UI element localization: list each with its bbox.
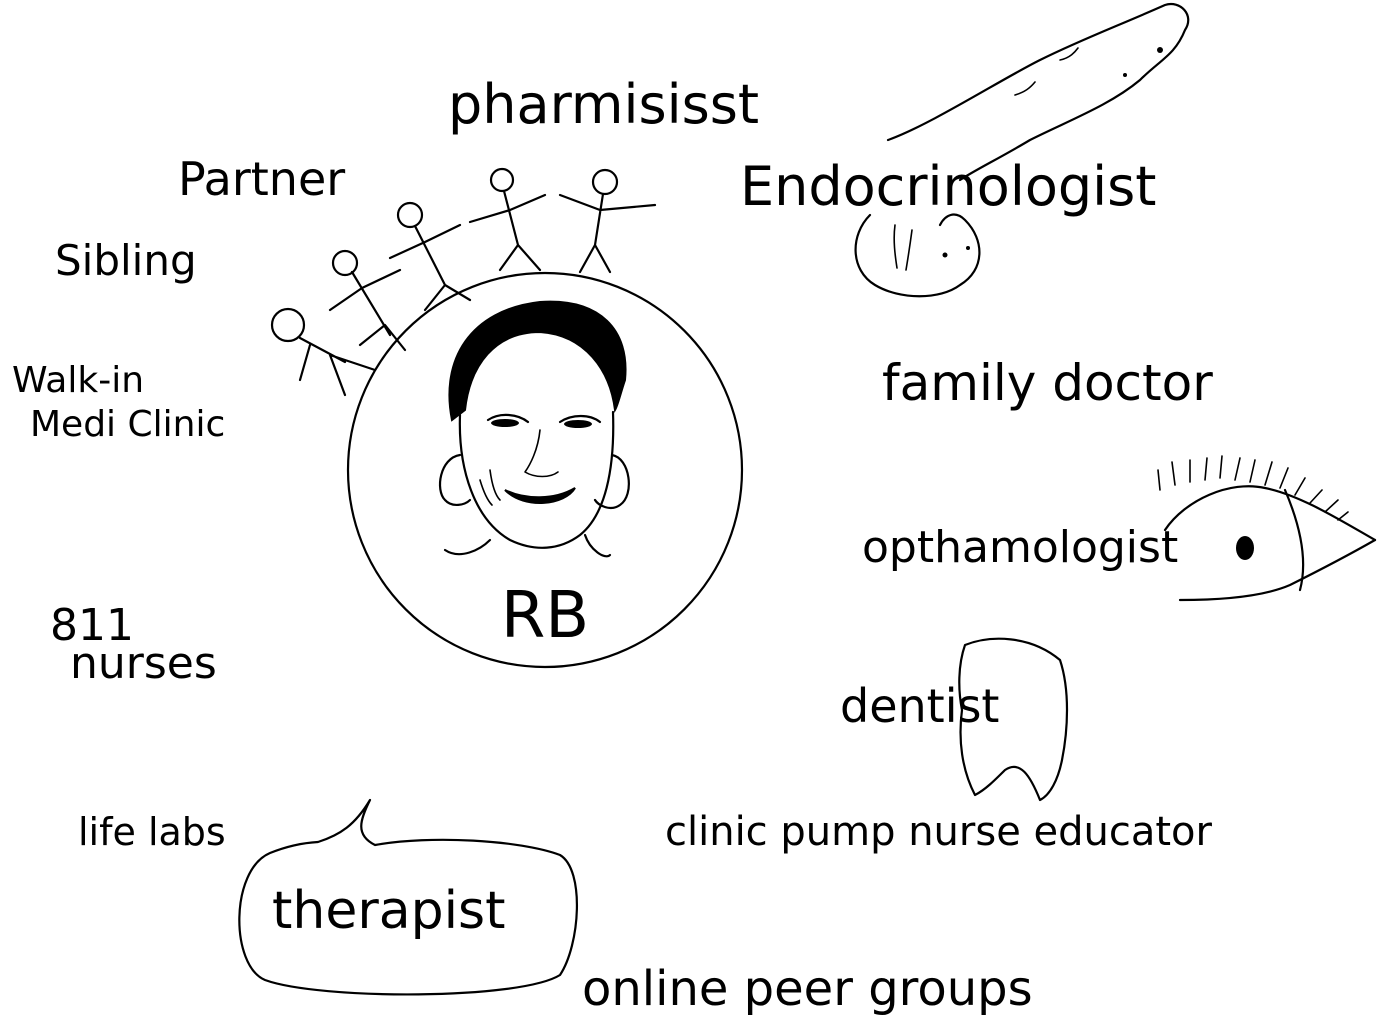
eye-icon [1158, 456, 1375, 600]
center-portrait: RB [348, 273, 742, 667]
label-clinic-pump-nurse-educator: clinic pump nurse educator [665, 809, 1213, 855]
center-initials: RB [501, 579, 589, 653]
label-endocrinologist: Endocrinologist [740, 155, 1156, 218]
pancreas-icon [856, 4, 1189, 296]
label-therapist: therapist [272, 881, 506, 941]
label-nurses-line2: nurses [70, 638, 217, 689]
label-sibling: Sibling [55, 236, 197, 285]
label-partner: Partner [178, 152, 345, 206]
label-life-labs: life labs [78, 810, 226, 854]
label-ophthalmologist: opthamologist [862, 522, 1178, 573]
label-walk-in-line2: Medi Clinic [30, 404, 225, 445]
face-portrait-icon [440, 302, 629, 557]
label-dentist: dentist [840, 679, 999, 733]
label-online-peer-groups: online peer groups [582, 961, 1033, 1017]
label-family-doctor: family doctor [882, 354, 1213, 412]
label-walk-in-line1: Walk-in [12, 360, 144, 401]
label-pharmacist: pharmisisst [448, 73, 759, 136]
